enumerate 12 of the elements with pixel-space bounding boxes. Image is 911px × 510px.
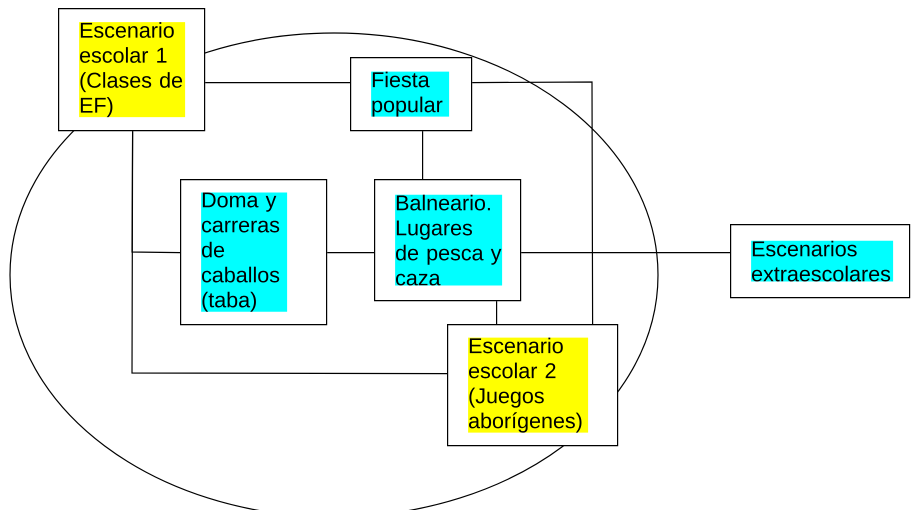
connector-line xyxy=(472,81,594,324)
connector-line xyxy=(205,82,350,84)
connector-line xyxy=(131,131,447,374)
process-box: Doma y carreras de caballos (taba) xyxy=(180,179,328,326)
process-box: Fiesta popular xyxy=(350,57,472,132)
connector-line xyxy=(496,301,498,324)
process-box: Balneario. Lugares de pesca y caza xyxy=(374,179,522,302)
connector-line xyxy=(521,252,730,254)
process-box: Escenarios extraescolares xyxy=(730,224,910,298)
connector-line xyxy=(422,131,424,179)
process-box: Escenario escolar 1 (Clases de EF) xyxy=(58,8,206,132)
connector-line xyxy=(327,252,374,254)
